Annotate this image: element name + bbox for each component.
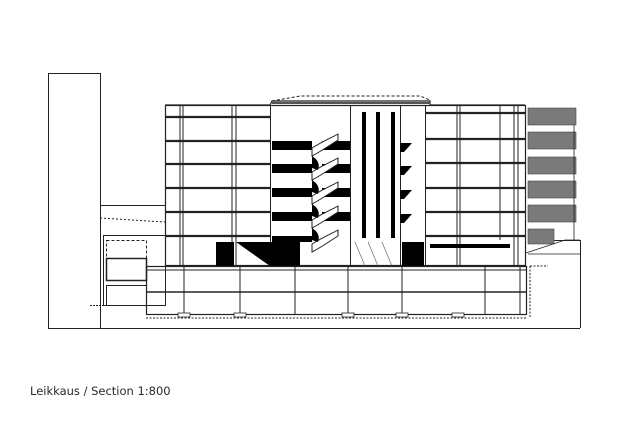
spiral-stair bbox=[311, 133, 339, 253]
adjacent-tower-outline bbox=[48, 73, 101, 329]
adjacent-building-right bbox=[527, 107, 577, 245]
drawing-caption: Leikkaus / Section 1:800 bbox=[30, 384, 171, 398]
main-building-outline bbox=[164, 104, 527, 267]
